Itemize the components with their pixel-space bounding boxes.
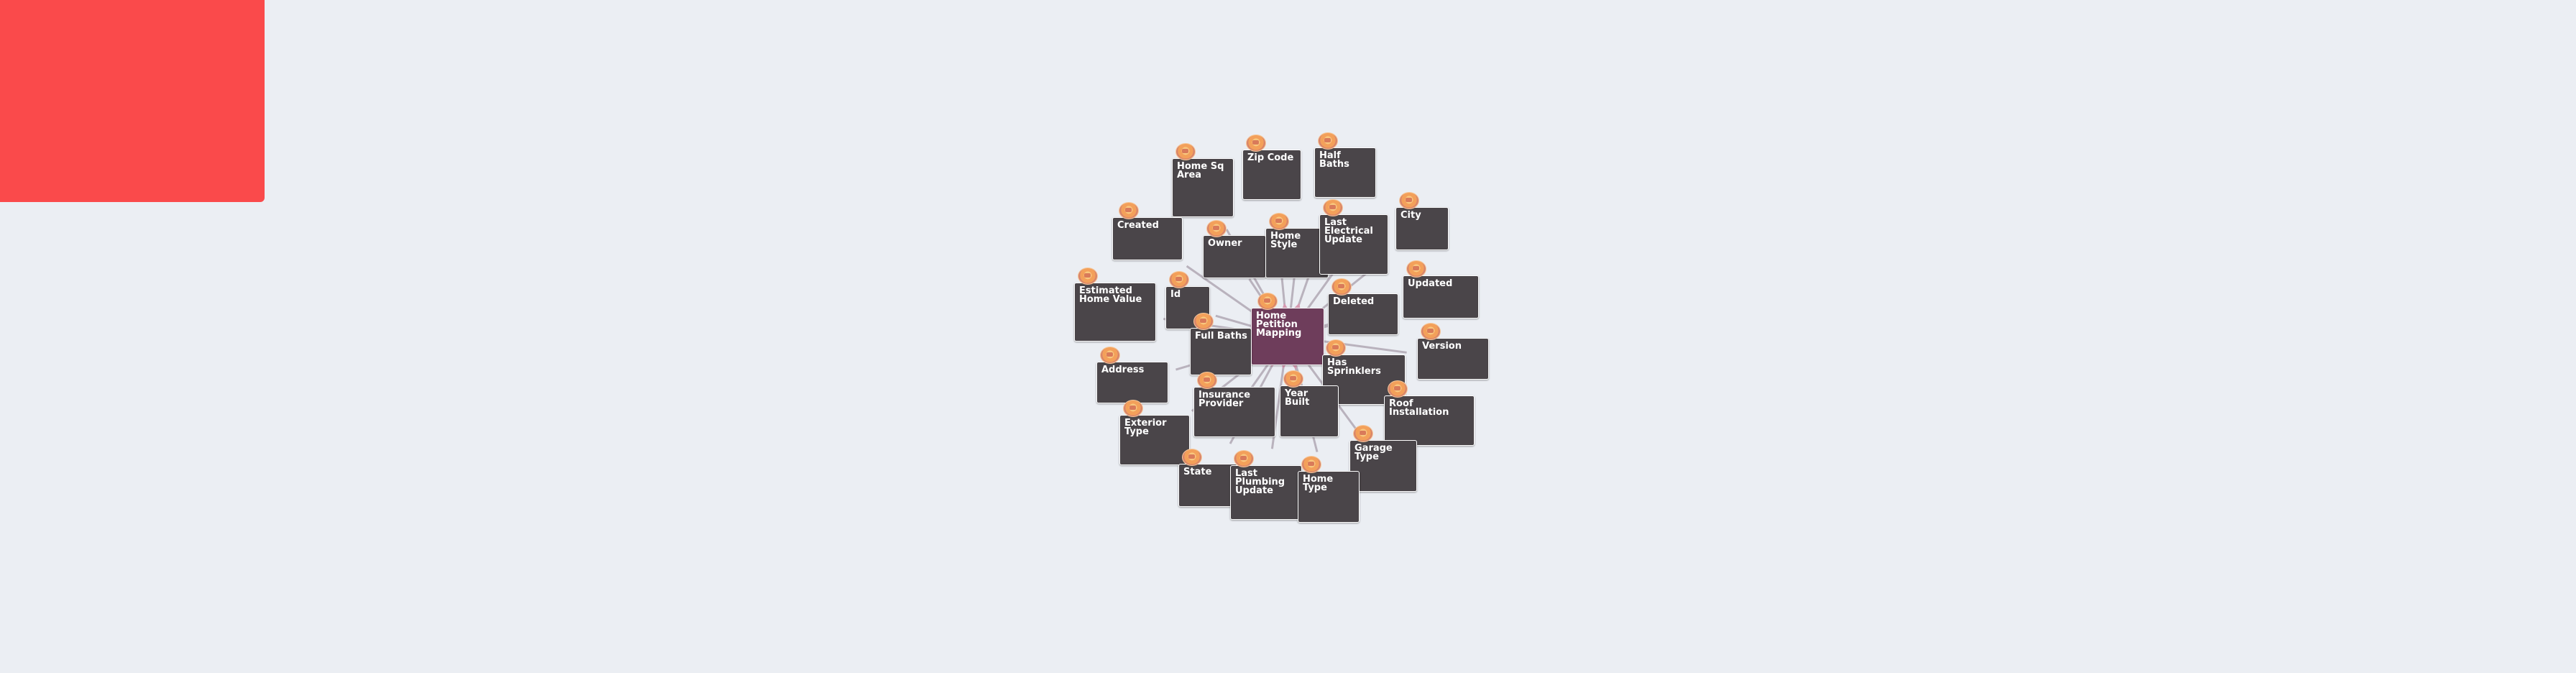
node-label: Garage Type [1355, 443, 1393, 462]
node-insurance-provider[interactable]: Insurance Provider [1193, 372, 1275, 437]
node-full-baths[interactable]: Full Baths [1190, 313, 1252, 375]
donut-avatar-icon [1175, 143, 1196, 160]
donut-avatar-icon [1257, 293, 1278, 310]
node-version[interactable]: Version [1417, 323, 1489, 380]
node-year-built[interactable]: Year Built [1280, 370, 1339, 437]
node-label: Estimated Home Value [1079, 285, 1142, 305]
donut-avatar-icon [1323, 199, 1343, 216]
node-address[interactable]: Address [1096, 347, 1168, 403]
node-home-type[interactable]: Home Type [1298, 456, 1360, 523]
node-label: Home Type [1303, 474, 1334, 493]
node-state[interactable]: State [1178, 449, 1237, 507]
node-last-plumbing-update[interactable]: Last Plumbing Update [1230, 450, 1302, 520]
node-last-electrical-update[interactable]: Last Electrical Update [1319, 199, 1388, 275]
donut-avatar-icon [1326, 339, 1346, 357]
node-created[interactable]: Created [1112, 202, 1183, 260]
node-half-baths[interactable]: Half Baths [1314, 132, 1376, 198]
node-home-style[interactable]: Home Style [1265, 213, 1329, 278]
donut-avatar-icon [1399, 192, 1419, 209]
donut-avatar-icon [1318, 132, 1338, 150]
donut-avatar-icon [1283, 370, 1303, 388]
donut-avatar-icon [1246, 134, 1266, 152]
node-exterior-type[interactable]: Exterior Type [1119, 400, 1190, 465]
node-estimated-home-value[interactable]: Estimated Home Value [1074, 267, 1156, 342]
node-label: Zip Code [1247, 152, 1294, 163]
node-label: Has Sprinklers [1327, 357, 1381, 377]
node-label: Owner [1208, 238, 1242, 249]
donut-avatar-icon [1197, 372, 1217, 389]
node-has-sprinklers[interactable]: Has Sprinklers [1322, 339, 1406, 405]
donut-avatar-icon [1193, 313, 1214, 330]
node-label: Version [1422, 341, 1462, 352]
node-city[interactable]: City [1395, 192, 1449, 250]
node-label: Id [1170, 289, 1181, 300]
overlay-panel [0, 0, 265, 202]
donut-avatar-icon [1388, 380, 1408, 398]
node-label: Created [1117, 220, 1159, 231]
donut-avatar-icon [1269, 213, 1289, 230]
node-home-sq-area[interactable]: Home Sq Area [1172, 143, 1234, 217]
node-roof-installation[interactable]: Roof Installation [1384, 380, 1475, 446]
node-updated[interactable]: Updated [1403, 260, 1479, 319]
node-label: State [1183, 467, 1212, 477]
donut-avatar-icon [1119, 202, 1139, 219]
donut-avatar-icon [1331, 278, 1352, 296]
node-home-petition-mapping[interactable]: Home Petition Mapping [1251, 293, 1324, 365]
node-label: Deleted [1333, 296, 1375, 307]
node-label: Roof Installation [1389, 398, 1449, 418]
node-label: Home Style [1270, 231, 1301, 250]
node-deleted[interactable]: Deleted [1328, 278, 1398, 335]
donut-avatar-icon [1406, 260, 1426, 278]
donut-avatar-icon [1078, 267, 1098, 285]
node-zip-code[interactable]: Zip Code [1242, 134, 1301, 200]
node-label: Last Plumbing Update [1235, 468, 1285, 496]
node-label: Half Baths [1319, 150, 1349, 170]
donut-avatar-icon [1206, 220, 1227, 237]
donut-avatar-icon [1169, 271, 1189, 288]
donut-avatar-icon [1123, 400, 1143, 417]
node-label: Exterior Type [1124, 418, 1167, 437]
node-label: Address [1101, 365, 1145, 375]
node-owner[interactable]: Owner [1203, 220, 1266, 278]
node-label: Full Baths [1195, 331, 1247, 342]
node-garage-type[interactable]: Garage Type [1349, 425, 1417, 492]
donut-avatar-icon [1234, 450, 1254, 467]
node-label: Year Built [1285, 388, 1310, 408]
node-label: Home Petition Mapping [1256, 311, 1302, 339]
donut-avatar-icon [1301, 456, 1321, 473]
donut-avatar-icon [1421, 323, 1441, 340]
node-label: Home Sq Area [1177, 161, 1224, 180]
node-label: Insurance Provider [1198, 390, 1251, 409]
donut-avatar-icon [1353, 425, 1373, 442]
node-label: Last Electrical Update [1324, 217, 1373, 245]
donut-avatar-icon [1100, 347, 1120, 364]
donut-avatar-icon [1182, 449, 1202, 466]
node-label: Updated [1408, 278, 1453, 289]
node-label: City [1401, 210, 1421, 221]
